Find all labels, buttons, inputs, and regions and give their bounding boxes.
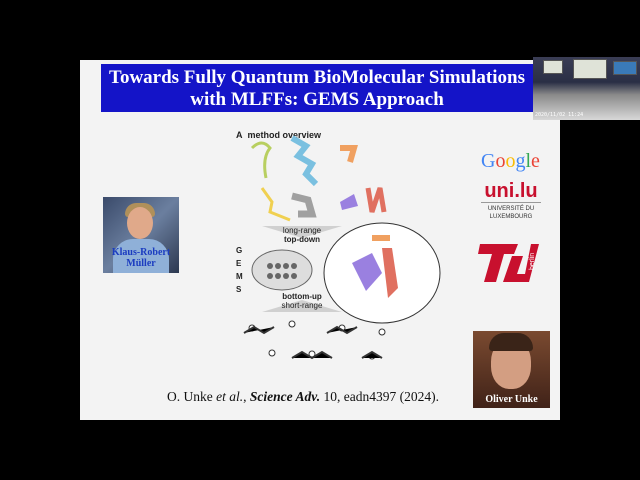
speaker-photo-oliver: Oliver Unke <box>473 331 550 408</box>
svg-text:berlin: berlin <box>529 253 536 270</box>
figure-heading: A method overview <box>236 130 322 140</box>
camera-timestamp: 2020/11/02 11:24 <box>535 112 584 118</box>
google-logo: Google <box>481 150 540 172</box>
room-screen-right <box>613 61 637 75</box>
title-line-1: Towards Fully Quantum BioMolecular Simul… <box>109 67 525 88</box>
camera-feed-thumbnail[interactable]: 2020/11/02 11:24 <box>533 57 640 120</box>
speaker-photo-klaus: Klaus-Robert Müller <box>103 197 179 273</box>
citation: O. Unke et al., Science Adv. 10, eadn439… <box>167 389 439 404</box>
room-screen-center <box>573 59 607 79</box>
room-screen-left <box>543 60 563 74</box>
speaker-name-right: Oliver Unke <box>485 394 538 405</box>
tu-berlin-logo: berlin <box>478 244 539 282</box>
title-line-2: with MLFFs: GEMS Approach <box>190 89 444 110</box>
protein-illustration <box>243 135 441 360</box>
speaker-name-left: Klaus-Robert Müller <box>111 247 171 269</box>
slide-title: Towards Fully Quantum BioMolecular Simul… <box>101 64 533 112</box>
